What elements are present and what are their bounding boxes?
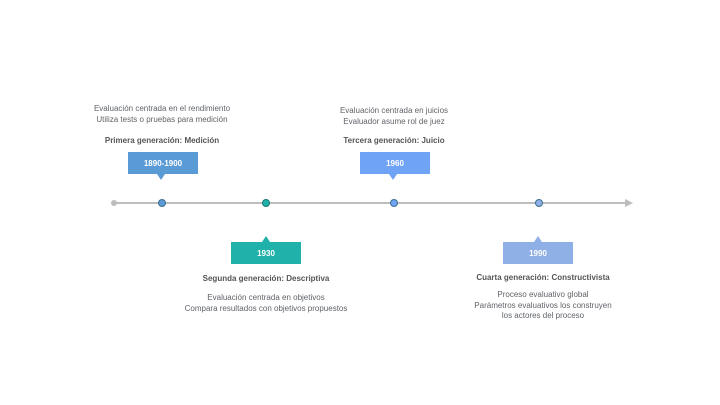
timeline-axis xyxy=(114,202,626,204)
event-1-year: 1890-1900 xyxy=(143,158,183,168)
event-4-title: Cuarta generación: Constructivista xyxy=(476,273,610,282)
event-3-description-line-1: Evaluación centrada en juicios xyxy=(339,106,449,115)
event-4-description-line-1: Proceso evaluativo global xyxy=(497,290,589,299)
event-2-description-line-1: Evaluación centrada en objetivos xyxy=(207,293,325,302)
event-2-title: Segunda generación: Descriptiva xyxy=(202,274,330,283)
event-1-year-box: 1890-1900 xyxy=(128,152,198,174)
timeline-arrow-icon xyxy=(625,199,633,207)
event-3-year-box: 1960 xyxy=(360,152,430,174)
event-2-year: 1930 xyxy=(257,248,275,258)
event-3-pointer xyxy=(389,174,397,180)
event-2-year-box: 1930 xyxy=(231,242,301,264)
event-3-year: 1960 xyxy=(386,158,404,168)
event-2-description-line-2: Compara resultados con objetivos propues… xyxy=(184,303,348,313)
event-2-description: Evaluación centrada en objetivos Compara… xyxy=(166,293,366,314)
event-1-description: Evaluación centrada en el rendimiento Ut… xyxy=(82,104,242,125)
event-3-title: Tercera generación: Juicio xyxy=(343,136,445,145)
event-1-dot xyxy=(158,199,166,207)
event-2-dot xyxy=(262,199,270,207)
event-1-pointer xyxy=(157,174,165,180)
timeline-axis-start xyxy=(111,200,117,206)
event-1-title: Primera generación: Medición xyxy=(104,136,220,145)
event-4-dot xyxy=(535,199,543,207)
event-4-description: Proceso evaluativo global Parámetros eva… xyxy=(448,290,638,322)
event-2-pointer xyxy=(262,236,270,242)
event-4-description-line-3: los actores del proceso xyxy=(501,311,585,320)
event-4-description-line-2: Parámetros evaluativos los construyen xyxy=(474,300,612,310)
event-4-pointer xyxy=(534,236,542,242)
event-4-year-box: 1990 xyxy=(503,242,573,264)
event-1-description-line-2: Utiliza tests o pruebas para medición xyxy=(96,114,228,124)
event-1-description-line-1: Evaluación centrada en el rendimiento xyxy=(93,104,231,113)
event-3-description-line-2: Evaluador asume rol de juez xyxy=(343,116,445,126)
event-3-dot xyxy=(390,199,398,207)
event-4-year: 1990 xyxy=(529,248,547,258)
event-3-description: Evaluación centrada en juicios Evaluador… xyxy=(314,106,474,127)
